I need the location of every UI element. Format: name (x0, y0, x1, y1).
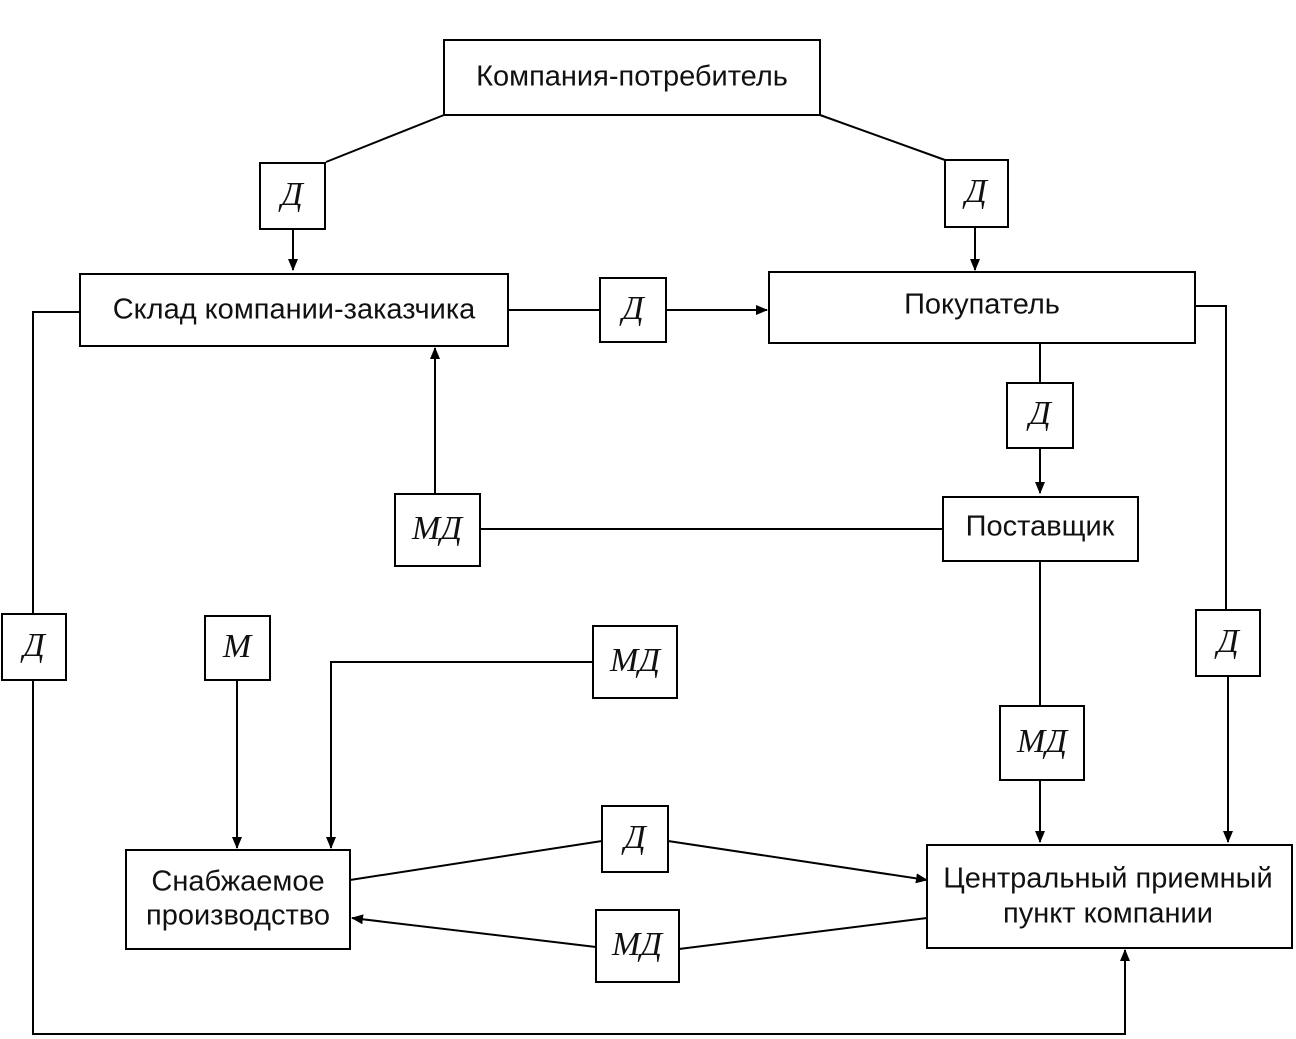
svg-text:МД: МД (611, 926, 664, 963)
tag-md-supplier-central: МД (999, 705, 1085, 781)
connectors (32, 114, 1233, 1035)
edge-consumer-to-d-left (325, 114, 445, 163)
tag-md-central-production: МД (595, 909, 680, 983)
node-consumer-company-label: Компания-потребитель (476, 61, 788, 93)
tag-d-warehouse-buyer: Д (599, 277, 667, 343)
node-supplier-label: Поставщик (966, 511, 1115, 543)
edge-warehouse-to-d-left-side (32, 311, 80, 614)
svg-text:МД: МД (609, 642, 662, 679)
node-supplied-production-label-line2: производство (146, 900, 330, 932)
tag-m-production: М (204, 615, 271, 681)
node-buyer-label: Покупатель (904, 289, 1060, 321)
tag-d-buyer-supplier: Д (1006, 382, 1074, 449)
node-supplier: Поставщик (942, 496, 1139, 562)
edge-md-top-to-production (326, 661, 593, 849)
tag-d-consumer-right: Д (944, 159, 1009, 228)
tag-md-production-top: МД (592, 625, 678, 699)
edge-md-bottom-to-production (351, 914, 597, 948)
svg-text:МД: МД (411, 510, 464, 547)
edge-d-bottom-to-central (667, 840, 928, 884)
tag-md-supplier-warehouse: МД (394, 493, 481, 567)
svg-text:Д: Д (621, 819, 648, 856)
edge-production-to-d-bottom (349, 840, 603, 881)
node-customer-warehouse: Склад компании-заказчика (79, 273, 509, 347)
edge-buyer-to-d-right-side (1195, 305, 1227, 610)
node-consumer-company: Компания-потребитель (443, 39, 821, 116)
tag-d-left-side: Д (1, 613, 67, 681)
node-central-receiving-point-label-line2: пункт компании (1003, 898, 1213, 930)
tag-d-production-central: Д (601, 805, 669, 873)
svg-text:Д: Д (1026, 395, 1053, 432)
tag-d-right-side: Д (1195, 609, 1261, 677)
svg-text:М: М (222, 628, 253, 665)
node-supplied-production: Снабжаемое производство (125, 849, 351, 950)
edge-central-to-md-bottom (678, 917, 928, 950)
svg-text:Д: Д (20, 627, 47, 664)
svg-text:МД: МД (1016, 723, 1069, 760)
node-buyer: Покупатель (768, 271, 1196, 344)
svg-text:Д: Д (278, 176, 305, 213)
svg-text:Д: Д (1214, 623, 1241, 660)
node-supplied-production-label-line1: Снабжаемое (151, 866, 324, 898)
node-customer-warehouse-label: Склад компании-заказчика (113, 294, 476, 326)
svg-text:Д: Д (962, 173, 989, 210)
node-central-receiving-point: Центральный приемный пункт компании (926, 844, 1293, 949)
node-central-receiving-point-label-line1: Центральный приемный (943, 863, 1272, 895)
svg-text:Д: Д (619, 290, 646, 327)
edge-consumer-to-d-right (819, 114, 946, 161)
tag-d-consumer-left: Д (259, 162, 326, 230)
edge-d-left-side-to-central (32, 680, 1130, 1035)
